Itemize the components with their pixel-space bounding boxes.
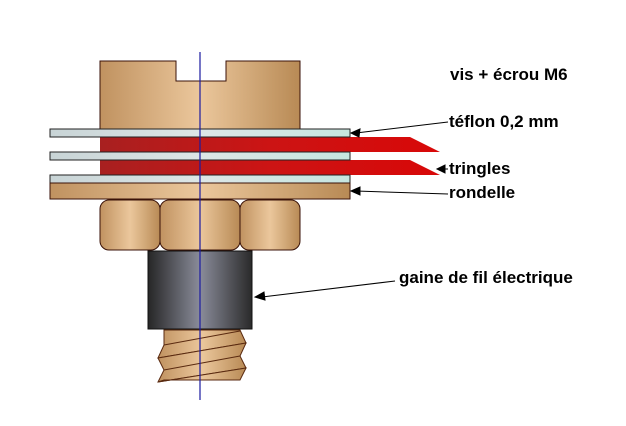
tringle-2 — [100, 160, 440, 175]
tringle-1 — [100, 137, 440, 152]
rondelle-label: rondelle — [449, 183, 516, 202]
gaine-label: gaine de fil électrique — [399, 268, 573, 287]
tringles-label: tringles — [449, 159, 511, 178]
leader-lines — [253, 121, 449, 301]
title-label: vis + écrou M6 — [450, 65, 568, 84]
screw-thread — [157, 329, 247, 383]
teflon-label: téflon 0,2 mm — [449, 112, 559, 131]
